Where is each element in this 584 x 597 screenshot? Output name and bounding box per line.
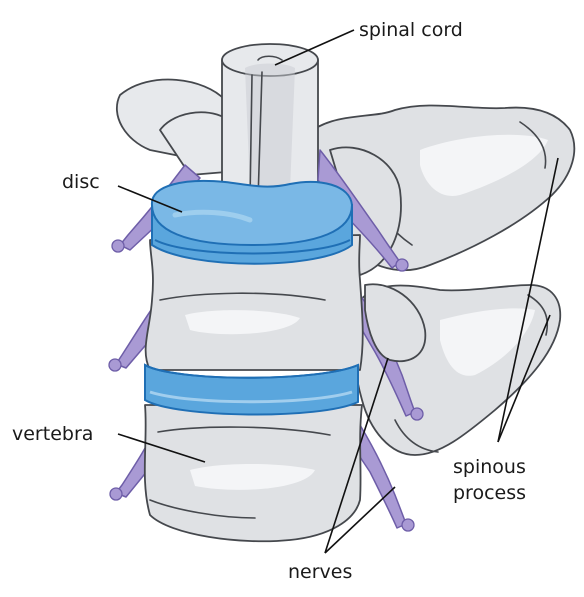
disc-middle	[145, 365, 358, 415]
label-spinous-line1: spinous	[453, 456, 526, 478]
label-vertebra: vertebra	[12, 423, 93, 445]
label-spinous-line2: process	[453, 482, 526, 504]
label-disc: disc	[62, 171, 100, 193]
disc-top	[152, 181, 352, 264]
label-spinal-cord: spinal cord	[359, 19, 463, 41]
label-nerves: nerves	[288, 561, 352, 583]
vertebra-lower	[145, 405, 362, 541]
